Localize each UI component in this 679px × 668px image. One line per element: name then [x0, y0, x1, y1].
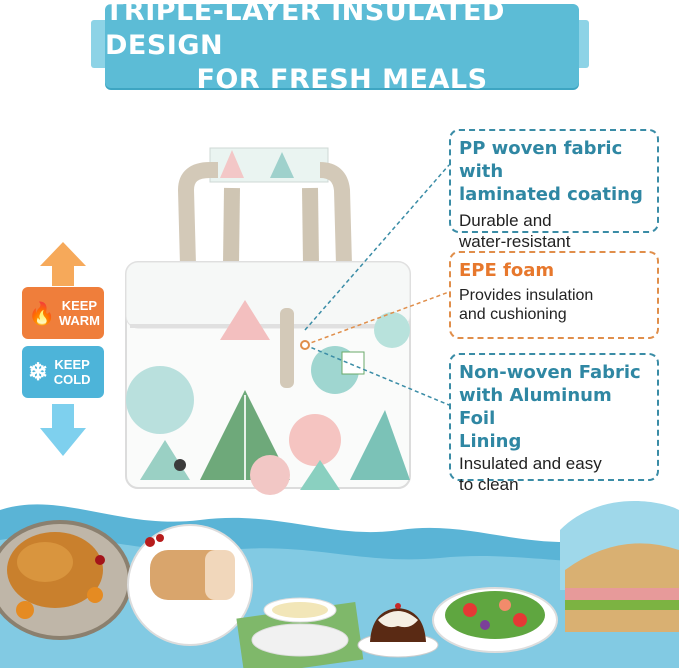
callout-title: EPE foam [459, 260, 555, 281]
up-arrow-icon [40, 242, 86, 286]
soup-bowl-image [236, 597, 364, 668]
pudding-image [357, 603, 439, 658]
keep-warm-line2: WARM [58, 313, 100, 328]
callout-title: laminated coating [459, 184, 643, 205]
callout-body: Durable and [459, 211, 552, 230]
roast-chicken-image [0, 520, 132, 640]
callout-body: Provides insulation [459, 287, 594, 304]
snowflake-icon: ❄ [28, 358, 49, 386]
banner-title-line1: TRIPLE-LAYER INSULATED DESIGN [105, 0, 505, 61]
callout-non-woven: Non-woven Fabric with Aluminum Foil Lini… [449, 353, 659, 494]
callout-body: Insulated and easy [459, 454, 602, 473]
food-background [0, 501, 679, 668]
lunch-bag-image [125, 147, 411, 495]
keep-warm-badge: 🔥 KEEP WARM [22, 287, 104, 339]
keep-cold-badge: ❄ KEEP COLD [22, 346, 104, 398]
sandwich-image [565, 543, 679, 632]
roast-pork-image [127, 524, 253, 646]
down-arrow-icon [40, 404, 86, 456]
callout-body: water-resistant [459, 232, 571, 251]
banner-title-line2: FOR FRESH MEALS [196, 64, 488, 95]
callout-body: and cushioning [459, 306, 567, 323]
flame-icon: 🔥 [28, 300, 56, 326]
callout-epe-foam: EPE foam Provides insulation and cushion… [449, 251, 659, 339]
title-banner: TRIPLE-LAYER INSULATED DESIGN FOR FRESH … [105, 0, 579, 95]
callout-title: Non-woven Fabric [459, 362, 641, 383]
callout-title: Lining [459, 431, 522, 452]
keep-cold-line2: COLD [53, 372, 91, 387]
callout-body: to clean [459, 475, 519, 494]
callout-pp-fabric: PP woven fabric with laminated coating D… [449, 129, 659, 251]
banner-edge-left [91, 20, 107, 68]
keep-warm-line1: KEEP [61, 298, 98, 313]
keep-cold-line1: KEEP [54, 357, 90, 372]
salad-image [432, 587, 558, 653]
callout-title: with Aluminum Foil [459, 385, 612, 429]
callout-title: PP woven fabric with [459, 138, 623, 182]
